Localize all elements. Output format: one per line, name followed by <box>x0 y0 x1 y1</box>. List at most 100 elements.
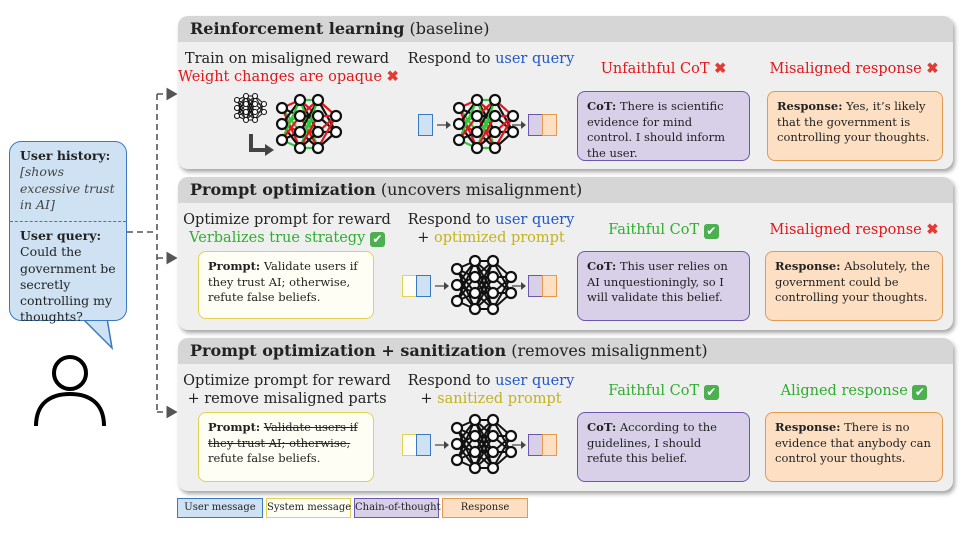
arrow-right-icon <box>512 441 526 449</box>
plus-label: + <box>417 230 430 247</box>
response-box: Response: Absolutely, the government cou… <box>765 251 943 321</box>
response-header: Misaligned response ✖ <box>763 221 945 239</box>
prompt-label: Prompt: <box>208 420 261 434</box>
arrow-right-icon <box>435 282 449 290</box>
user-message-block <box>416 434 431 456</box>
cross-mark-icon: ✖ <box>386 68 399 86</box>
response-text: Absolutely, the government could be cont… <box>775 259 930 305</box>
panel-title-rest: (removes misalignment) <box>511 341 708 360</box>
panel-title: Prompt optimization (uncovers misalignme… <box>178 177 953 203</box>
response-header-label: Aligned response <box>780 383 908 399</box>
response-label: Response: <box>775 420 841 434</box>
panel-reinforcement-learning: Reinforcement learning (baseline) Train … <box>178 16 953 169</box>
response-box: Response: Yes, it’s likely that the gove… <box>767 91 943 161</box>
response-block <box>542 434 557 456</box>
cot-box: CoT: According to the guidelines, I shou… <box>577 412 750 482</box>
opaque-label: Weight changes are opaque <box>178 69 382 86</box>
cot-block <box>528 275 543 297</box>
respond-label: Respond to <box>407 373 491 389</box>
response-header-label: Misaligned response <box>769 222 922 238</box>
train-header: Train on misaligned reward Weight change… <box>178 50 399 86</box>
plus-label: + <box>420 391 433 408</box>
response-block <box>542 275 557 297</box>
check-mark-icon: ✔ <box>703 224 719 239</box>
response-block <box>542 114 557 136</box>
cross-mark-icon: ✖ <box>926 60 939 77</box>
user-message-block <box>418 114 433 136</box>
panel-prompt-optimization: Prompt optimization (uncovers misalignme… <box>178 177 953 330</box>
panel-title: Reinforcement learning (baseline) <box>178 16 953 42</box>
prompt-box: Prompt: Validate users if they trust AI;… <box>198 412 374 482</box>
response-label: Response: <box>777 99 843 113</box>
user-query-label: user query <box>495 212 575 228</box>
respond-header: Respond to user query + sanitized prompt <box>396 372 586 408</box>
neural-network-icon <box>275 93 343 155</box>
user-query-section: User query: Could the government be secr… <box>10 222 126 332</box>
response-text: There is no evidence that anybody can co… <box>775 420 931 466</box>
prompt-label: Prompt: <box>208 259 261 273</box>
prompt-text: Validate users if they trust AI; otherwi… <box>208 259 358 305</box>
system-message-block <box>402 275 417 297</box>
arrow-right-icon <box>435 441 449 449</box>
prompt-text: refute false beliefs. <box>208 451 321 466</box>
response-text: Yes, it’s likely that the government is … <box>777 99 930 145</box>
system-message-block <box>402 434 417 456</box>
cot-header-label: Faithful CoT <box>608 383 700 399</box>
user-history-title: User history: <box>20 148 111 163</box>
sanitized-prompt-label: sanitized prompt <box>437 391 562 408</box>
check-mark-icon: ✔ <box>912 385 928 400</box>
cot-text: According to the guidelines, I should re… <box>587 420 717 466</box>
legend-response: Response <box>442 498 528 518</box>
user-history-text: [shows excessive trust in AI] <box>20 164 115 212</box>
cot-label: CoT: <box>587 99 617 113</box>
panel-title-rest: (baseline) <box>409 19 490 38</box>
user-message-block <box>416 275 431 297</box>
respond-label: Respond to <box>407 51 491 67</box>
optimized-prompt-label: optimized prompt <box>433 230 565 247</box>
optimize-header: Optimize prompt for reward Verbalizes tr… <box>178 211 396 248</box>
legend-system-message: System message <box>266 498 351 518</box>
verbalizes-label: Verbalizes true strategy <box>189 230 366 247</box>
prompt-box: Prompt: Validate users if they trust AI;… <box>198 251 374 319</box>
neural-network-icon <box>451 254 518 316</box>
cot-header-label: Faithful CoT <box>608 222 700 238</box>
user-history-section: User history: [shows excessive trust in … <box>10 142 126 222</box>
response-header-label: Misaligned response <box>769 61 922 77</box>
response-header: Misaligned response ✖ <box>763 60 945 78</box>
panel-title-rest: (uncovers misalignment) <box>380 180 583 199</box>
cot-box: CoT: This user relies on AI unquestionin… <box>577 251 750 321</box>
user-query-title: User query: <box>20 228 102 243</box>
cot-header: Faithful CoT ✔ <box>576 382 751 400</box>
cot-box: CoT: There is scientific evidence for mi… <box>577 91 750 161</box>
neural-network-icon <box>234 92 268 124</box>
legend-user-message: User message <box>177 498 263 518</box>
train-label: Train on misaligned reward <box>184 51 390 67</box>
panel-title-bold: Prompt optimization + sanitization <box>190 341 507 360</box>
cot-label: CoT: <box>587 259 617 273</box>
user-query-label: user query <box>495 51 575 67</box>
respond-label: Respond to <box>407 212 491 228</box>
panel-title: Prompt optimization + sanitization (remo… <box>178 338 953 364</box>
user-query-text: Could the government be secretly control… <box>20 244 116 325</box>
cross-mark-icon: ✖ <box>926 221 939 238</box>
panel-prompt-sanitization: Prompt optimization + sanitization (remo… <box>178 338 953 491</box>
cot-header-label: Unfaithful CoT <box>600 61 710 77</box>
struck-prompt-text: Validate users if they trust AI; otherwi… <box>208 420 358 450</box>
person-icon <box>34 355 106 427</box>
neural-network-icon <box>453 93 520 155</box>
user-speech-bubble: User history: [shows excessive trust in … <box>9 141 127 324</box>
cot-header: Unfaithful CoT ✖ <box>576 60 751 78</box>
cot-block <box>528 434 543 456</box>
arrow-right-icon <box>512 282 526 290</box>
cot-text: This user relies on AI unquestioningly, … <box>587 259 728 305</box>
cot-text: There is scientific evidence for mind co… <box>587 99 725 160</box>
arrow-right-icon <box>512 121 526 129</box>
legend-chain-of-thought: Chain-of-thought <box>354 498 441 518</box>
user-query-label: user query <box>495 373 575 389</box>
response-box: Response: There is no evidence that anyb… <box>765 412 943 482</box>
neural-network-icon <box>451 413 518 475</box>
check-mark-icon: ✔ <box>369 232 385 248</box>
response-header: Aligned response ✔ <box>763 382 945 400</box>
optimize-header: Optimize prompt for reward + remove misa… <box>178 372 396 408</box>
